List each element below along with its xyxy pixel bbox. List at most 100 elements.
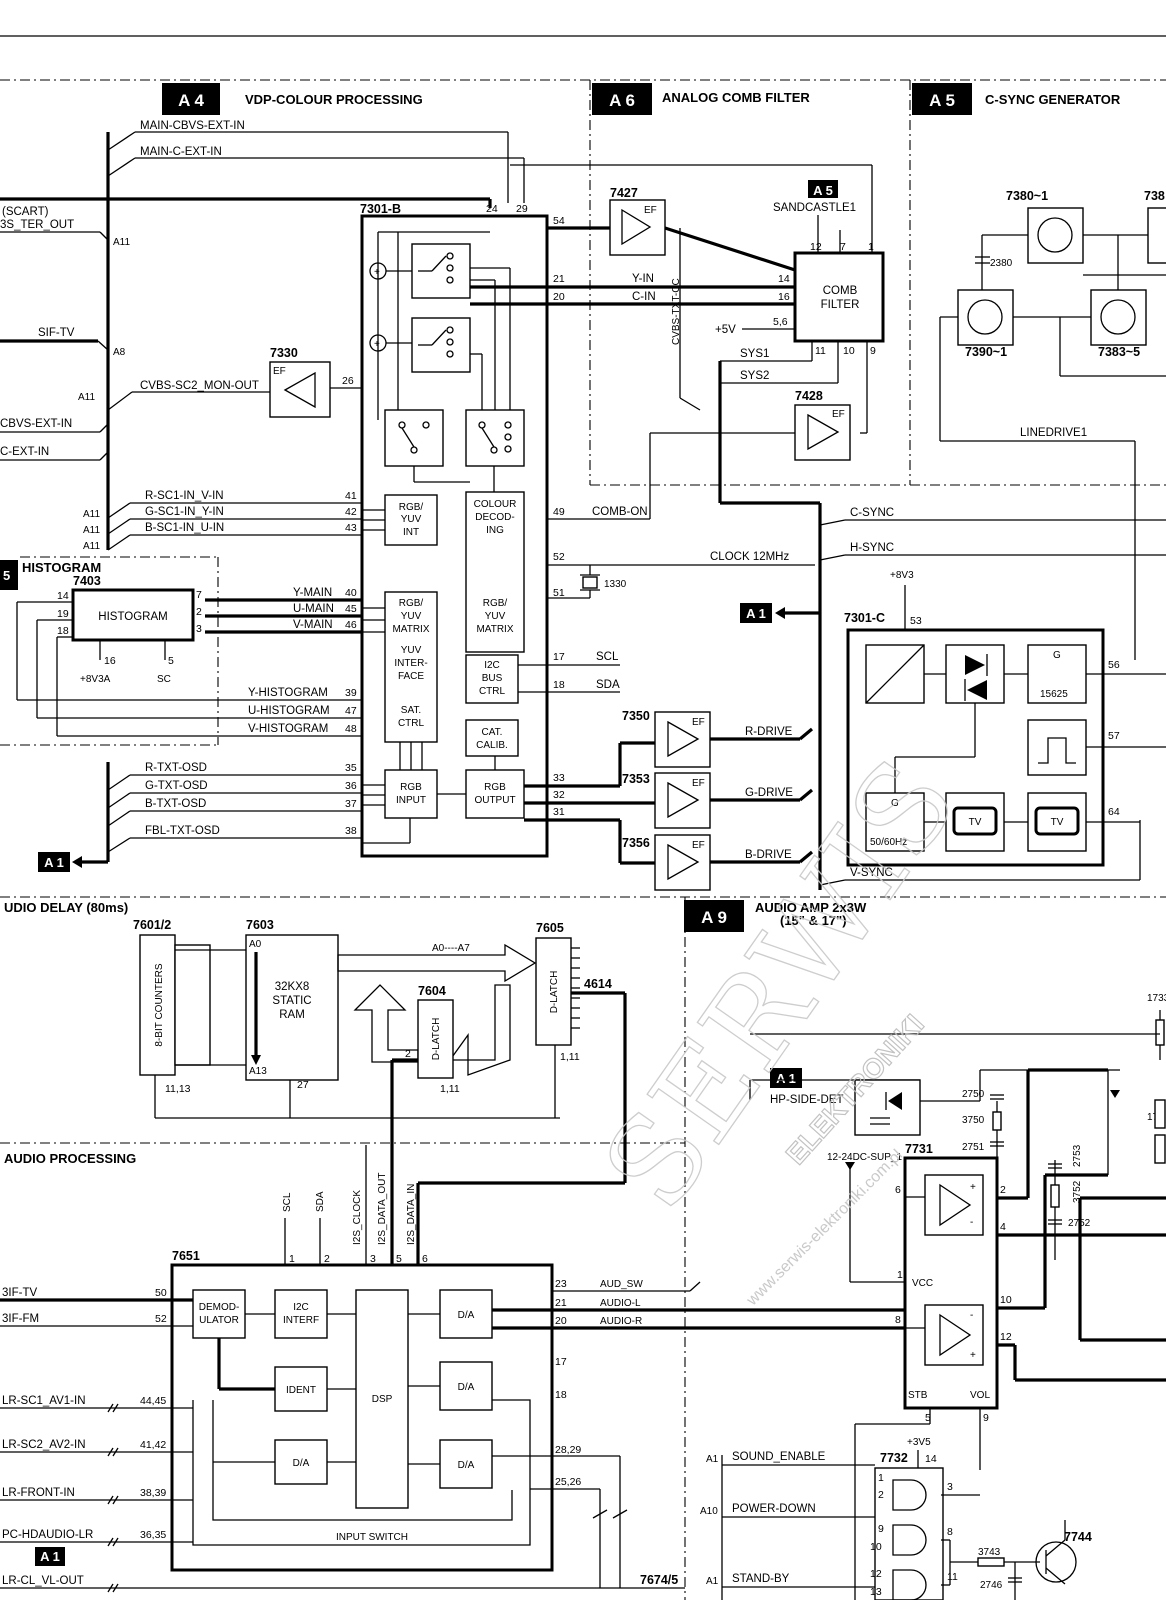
svg-text:1733: 1733 xyxy=(1147,993,1166,1004)
section-a5-header: A 5 C-SYNC GENERATOR xyxy=(912,83,1121,115)
svg-text:DEMOD-: DEMOD- xyxy=(199,1302,240,1313)
svg-text:21: 21 xyxy=(555,1297,567,1309)
label-scl: SCL xyxy=(596,651,619,663)
svg-text:A 1: A 1 xyxy=(746,606,766,621)
svg-text:RGB/: RGB/ xyxy=(399,598,424,609)
svg-text:738: 738 xyxy=(1144,189,1165,203)
svg-text:G: G xyxy=(891,798,899,809)
svg-text:64: 64 xyxy=(1108,806,1120,818)
svg-text:5: 5 xyxy=(396,1253,402,1265)
svg-text:I2C: I2C xyxy=(484,660,500,671)
svg-text:2: 2 xyxy=(196,606,202,618)
svg-text:1,11: 1,11 xyxy=(560,1051,580,1063)
svg-text:3743: 3743 xyxy=(978,1547,1001,1558)
svg-text:INTERF: INTERF xyxy=(283,1315,319,1326)
svg-text:D-LATCH: D-LATCH xyxy=(431,1018,442,1061)
label-linedrive: LINEDRIVE1 xyxy=(1020,427,1087,439)
label-audio-r: AUDIO-R xyxy=(600,1316,642,1327)
svg-text:2380: 2380 xyxy=(990,258,1013,269)
svg-text:A 4: A 4 xyxy=(178,91,204,110)
svg-text:HISTOGRAM: HISTOGRAM xyxy=(22,560,101,575)
svg-text:A 1: A 1 xyxy=(44,855,64,870)
svg-text:32: 32 xyxy=(553,789,565,801)
svg-text:47: 47 xyxy=(345,705,357,717)
svg-text:+: + xyxy=(970,1182,976,1193)
svg-text:7403: 7403 xyxy=(73,574,101,588)
svg-text:RGB: RGB xyxy=(400,782,422,793)
offpage-a1-badge-center: A 1 xyxy=(740,603,772,623)
svg-text:+: + xyxy=(374,267,380,278)
svg-text:10: 10 xyxy=(843,345,855,357)
section-a6-header: A 6 ANALOG COMB FILTER xyxy=(592,83,810,115)
svg-text:6: 6 xyxy=(895,1184,901,1196)
svg-text:A8: A8 xyxy=(113,347,126,358)
svg-text:52: 52 xyxy=(155,1313,167,1325)
svg-text:D/A: D/A xyxy=(458,1310,475,1321)
svg-text:9: 9 xyxy=(870,345,876,357)
svg-text:A1: A1 xyxy=(706,1454,719,1465)
svg-text:17: 17 xyxy=(555,1356,567,1368)
svg-text:51: 51 xyxy=(553,587,565,599)
svg-text:41,42: 41,42 xyxy=(140,1439,166,1451)
svg-text:A1: A1 xyxy=(706,1576,719,1587)
svg-text:MATRIX: MATRIX xyxy=(392,624,429,635)
svg-text:52: 52 xyxy=(553,551,565,563)
svg-text:VOL: VOL xyxy=(970,1390,990,1401)
svg-text:39: 39 xyxy=(345,687,357,699)
label-main-c: MAIN-C-EXT-IN xyxy=(140,146,222,158)
label-lr-sc2: LR-SC2_AV2-IN xyxy=(2,1439,86,1451)
svg-text:3: 3 xyxy=(947,1481,953,1493)
svg-text:ANALOG COMB FILTER: ANALOG COMB FILTER xyxy=(662,90,810,105)
svg-text:COMB: COMB xyxy=(823,285,858,297)
svg-text:2752: 2752 xyxy=(1068,1218,1091,1229)
label-sif-fm: 3IF-FM xyxy=(2,1313,39,1325)
block-i2c-bus-ctrl xyxy=(465,654,519,704)
svg-text:50/60Hz: 50/60Hz xyxy=(870,837,907,848)
svg-text:41: 41 xyxy=(345,490,357,502)
svg-text:1: 1 xyxy=(868,241,874,253)
svg-text:A 1: A 1 xyxy=(776,1071,796,1086)
svg-text:FACE: FACE xyxy=(398,671,424,682)
svg-text:7427: 7427 xyxy=(610,186,638,200)
svg-text:26: 26 xyxy=(342,375,354,387)
svg-text:EF: EF xyxy=(692,717,705,728)
svg-text:18: 18 xyxy=(57,625,69,637)
block-rgb-yuv-matrix xyxy=(384,591,438,743)
svg-text:7383~5: 7383~5 xyxy=(1098,345,1140,359)
svg-text:14: 14 xyxy=(778,273,790,285)
section-audio-delay-title: UDIO DELAY (80ms) xyxy=(4,900,128,915)
svg-text:D-LATCH: D-LATCH xyxy=(549,971,560,1014)
label-y-hist: Y-HISTOGRAM xyxy=(248,687,328,699)
label-c-sync: C-SYNC xyxy=(850,507,894,519)
svg-text:MATRIX: MATRIX xyxy=(476,624,513,635)
comb-filter-7405 xyxy=(793,251,885,343)
svg-text:OUTPUT: OUTPUT xyxy=(474,795,515,806)
block-rgb-input xyxy=(384,769,438,819)
svg-text:7605: 7605 xyxy=(536,921,564,935)
svg-text:14: 14 xyxy=(925,1453,937,1465)
hp-detect-circuit xyxy=(854,1079,921,1136)
svg-text:EF: EF xyxy=(644,205,657,216)
svg-text:+8V3: +8V3 xyxy=(890,570,914,581)
label-sda: SDA xyxy=(596,679,620,691)
svg-text:36,35: 36,35 xyxy=(140,1529,166,1541)
svg-text:11,13: 11,13 xyxy=(165,1083,191,1095)
svg-text:INT: INT xyxy=(403,527,419,538)
svg-text:VDP-COLOUR PROCESSING: VDP-COLOUR PROCESSING xyxy=(245,92,423,107)
video-switch-3 xyxy=(384,409,444,467)
svg-text:HISTOGRAM: HISTOGRAM xyxy=(98,611,167,623)
label-clock: CLOCK 12MHz xyxy=(710,551,789,563)
driver-7353 xyxy=(654,772,711,829)
svg-text:38,39: 38,39 xyxy=(140,1487,166,1499)
svg-text:EF: EF xyxy=(273,366,286,377)
label-b-txt: B-TXT-OSD xyxy=(145,798,206,810)
svg-text:7604: 7604 xyxy=(418,984,446,998)
svg-text:DSP: DSP xyxy=(372,1394,393,1405)
svg-text:EF: EF xyxy=(692,778,705,789)
svg-text:1: 1 xyxy=(289,1253,295,1265)
label-main-cvbs: MAIN-CBVS-EXT-IN xyxy=(140,120,245,132)
svg-text:A0----A7: A0----A7 xyxy=(432,943,470,954)
label-c-ext: C-EXT-IN xyxy=(0,446,49,458)
svg-text:37: 37 xyxy=(345,798,357,810)
svg-text:STB: STB xyxy=(908,1390,928,1401)
